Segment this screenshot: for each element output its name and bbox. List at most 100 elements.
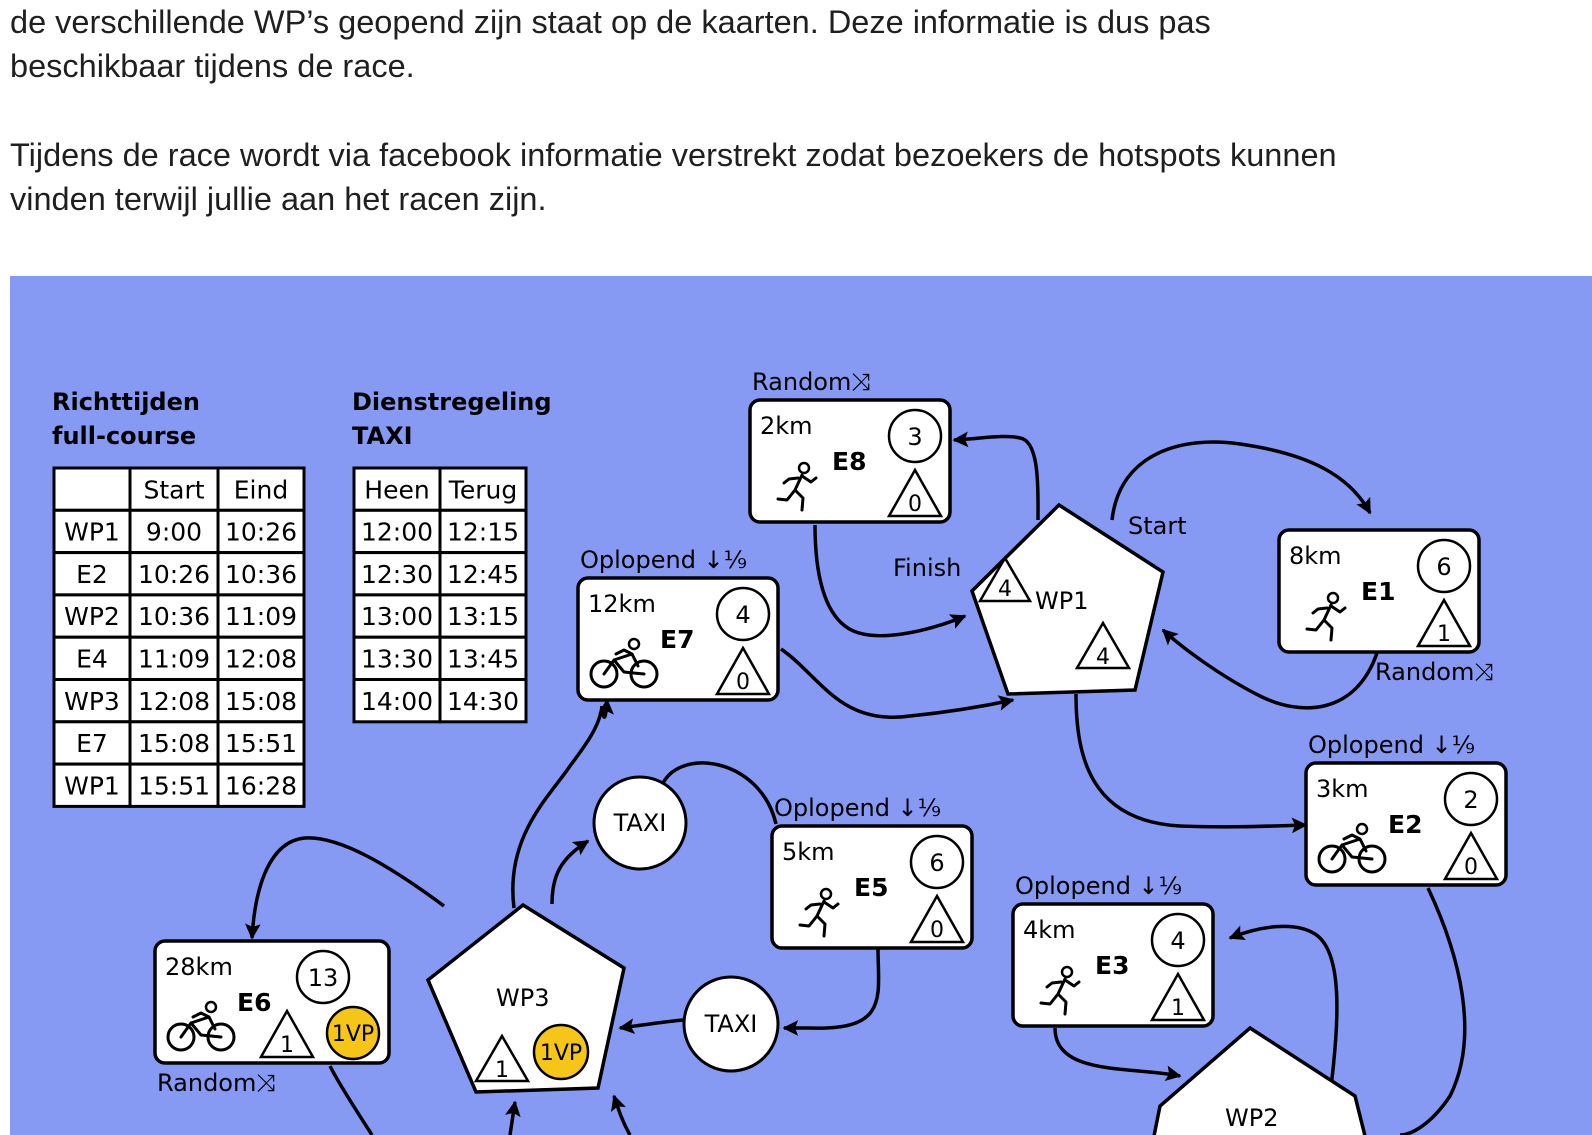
facebook-line-2: vinden terwijl jullie aan het racen zijn… — [10, 181, 547, 217]
triangle-value: 0 — [1464, 855, 1478, 880]
richttijden-cell — [128, 593, 220, 639]
oplopend-tag: Oplopend ↓⅑ — [1015, 872, 1182, 900]
oplopend-tag: Oplopend ↓⅑ — [774, 794, 941, 822]
richttijden-cell — [216, 593, 306, 639]
richttijden-cell — [128, 508, 220, 555]
taxi-value: 14:00 — [361, 687, 433, 716]
richttijden-cell — [216, 678, 306, 724]
triangle-badge — [1442, 830, 1500, 881]
facebook-line-1: Tijdens de race wordt via facebook infor… — [10, 137, 1337, 173]
triangle-badge — [886, 467, 944, 518]
exercise-id: E1 — [1361, 577, 1395, 606]
taxi-cell — [352, 678, 442, 724]
circle-value: 3 — [907, 423, 922, 451]
circle-badge — [1150, 912, 1206, 968]
intro-paragraph: de verschillende WP’s geopend zijn staat… — [10, 0, 1211, 88]
triangle-value: 0 — [736, 670, 750, 695]
richttijden-cell — [128, 635, 220, 682]
taxi-header: Heen — [364, 475, 429, 504]
richttijden-cell — [128, 551, 220, 597]
wp1-node: WP1 4 4 — [969, 502, 1165, 696]
taxi-value: 13:00 — [361, 602, 433, 631]
triangle-badge — [258, 1008, 316, 1059]
triangle-value: 0 — [930, 918, 944, 943]
richttijden-value: 12:08 — [225, 645, 297, 674]
triangle-badge — [908, 893, 966, 944]
richttijden-value: 12:08 — [138, 687, 210, 716]
vp-label: 1VP — [332, 1022, 374, 1047]
taxi-cell — [438, 466, 528, 512]
circle-value: 4 — [1170, 927, 1185, 955]
richttijden-cell — [52, 720, 132, 766]
taxi-cell — [438, 593, 528, 639]
richttijden-header: Eind — [234, 475, 288, 504]
taxi-value: 12:45 — [447, 560, 519, 589]
taxi-cell — [352, 466, 442, 512]
exercise-id: E7 — [660, 625, 694, 654]
distance-label: 12km — [588, 590, 656, 618]
vp-badge — [325, 1005, 381, 1061]
triangle-value: 1 — [280, 1033, 294, 1058]
wp2-label: WP2 — [1225, 1104, 1278, 1132]
taxi-value: 12:30 — [361, 560, 433, 589]
triangle-badge — [1149, 971, 1207, 1022]
circle-badge — [715, 586, 771, 642]
taxi-value: 14:30 — [447, 687, 519, 716]
circle-badge — [909, 834, 965, 890]
taxi-title: Dienstregeling — [352, 388, 552, 416]
richttijden-subtitle: full-course — [52, 422, 196, 450]
richttijden-value: 16:28 — [225, 771, 297, 800]
richttijden-header: Start — [143, 475, 204, 504]
richttijden-cell — [216, 635, 306, 682]
taxi-cell — [438, 678, 528, 724]
exercise-id: E6 — [237, 988, 271, 1017]
circle-badge — [1416, 538, 1472, 594]
distance-label: 8km — [1289, 542, 1342, 570]
random-tag: Random⤨ — [157, 1069, 276, 1097]
circle-badge — [295, 949, 351, 1005]
exercise-nodes: 2kmE830Random⤨8kmE161Random⤨12kmE740Oplo… — [153, 368, 1508, 1097]
intro-line-2: beschikbaar tijdens de race. — [10, 48, 415, 84]
start-label: Start — [1128, 512, 1187, 540]
distance-label: 4km — [1023, 916, 1076, 944]
circle-value: 6 — [929, 849, 944, 877]
richttijden-cell — [216, 720, 306, 766]
taxi-value: 13:30 — [361, 645, 433, 674]
richttijden-cell — [216, 762, 306, 808]
exercise-id: E2 — [1388, 810, 1422, 839]
taxi-value: 13:15 — [447, 602, 519, 631]
wp1-label: WP1 — [1035, 587, 1088, 615]
wp3-label: WP3 — [496, 984, 549, 1012]
facebook-paragraph: Tijdens de race wordt via facebook infor… — [10, 133, 1337, 221]
richttijden-value: 10:36 — [138, 602, 210, 631]
circle-value: 6 — [1436, 553, 1451, 581]
richttijden-cell — [216, 508, 306, 555]
distance-label: 28km — [165, 953, 233, 981]
richttijden-value: WP1 — [64, 771, 120, 800]
triangle-value: 1 — [1171, 996, 1185, 1021]
triangle-value: 1 — [1437, 622, 1451, 647]
taxi-label-lower: TAXI — [704, 1010, 758, 1038]
richttijden-title: Richttijden — [52, 388, 200, 416]
distance-label: 5km — [782, 838, 835, 866]
triangle-badge — [1415, 597, 1473, 648]
richttijden-value: 11:09 — [225, 602, 297, 631]
taxi-value: 13:45 — [447, 645, 519, 674]
circle-value: 4 — [735, 601, 750, 629]
taxi-cell — [438, 508, 528, 555]
finish-label: Finish — [893, 554, 961, 582]
wp2-node: WP2 — [1152, 1025, 1367, 1135]
richttijden-value: WP2 — [64, 602, 120, 631]
taxi-cell — [438, 635, 528, 682]
circle-badge — [1443, 771, 1499, 827]
taxi-header: Terug — [448, 475, 517, 504]
circle-value: 2 — [1463, 786, 1478, 814]
richttijden-value: E2 — [76, 560, 108, 589]
